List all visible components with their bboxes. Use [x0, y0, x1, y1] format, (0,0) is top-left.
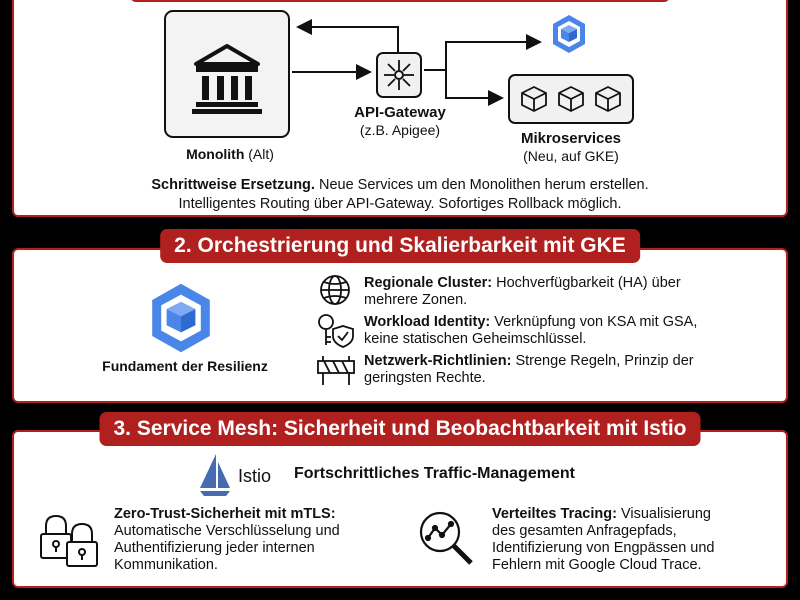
section-3-title: 3. Service Mesh: Sicherheit und Beobacht…	[99, 412, 701, 446]
api-gateway-subtitle: (z.B. Apigee)	[359, 122, 441, 138]
section-2-title: 2. Orchestrierung und Skalierbarkeit mit…	[160, 229, 640, 263]
istio-label: Istio	[238, 466, 272, 486]
microservices-title: Mikroservices	[520, 130, 622, 147]
resilience-caption: Fundament der Resilienz	[102, 358, 268, 374]
api-gateway-box	[376, 52, 422, 98]
monolith-box	[164, 10, 290, 138]
trace-magnifier-icon	[419, 511, 473, 565]
microservices-subtitle: (Neu, auf GKE)	[523, 148, 619, 164]
traffic-management-title: Fortschrittliches Traffic-Management	[294, 465, 575, 482]
feature-network-policies: Netzwerk-Richtlinien: Strenge Regeln, Pr…	[364, 353, 694, 386]
container-cubes-icon	[521, 86, 621, 112]
bank-building-icon	[192, 44, 262, 114]
network-hub-icon	[384, 60, 414, 90]
api-gateway-title: API-Gateway	[354, 104, 446, 121]
key-shield-icon	[318, 314, 354, 348]
globe-icon	[320, 275, 350, 305]
feature-regional-cluster: Regionale Cluster: Hochverfügbarkeit (HA…	[364, 275, 681, 308]
zero-trust-text: Zero-Trust-Sicherheit mit mTLS: Automati…	[114, 506, 340, 573]
gke-hexagon-icon	[553, 15, 585, 53]
istio-sail-icon	[200, 454, 230, 496]
microservices-box	[508, 74, 634, 124]
padlocks-icon	[40, 514, 98, 567]
monolith-caption: Monolith (Alt)	[186, 146, 274, 162]
feature-workload-identity: Workload Identity: Verknüpfung von KSA m…	[364, 314, 698, 347]
migration-panel	[12, 0, 788, 217]
gke-hexagon-large-icon	[152, 283, 210, 353]
migration-description: Schrittweise Ersetzung. Neue Services um…	[151, 177, 649, 212]
section-1-title-bar	[130, 0, 670, 2]
distributed-tracing-text: Verteiltes Tracing: Visualisierung des g…	[492, 506, 715, 573]
routing-arrows	[292, 19, 542, 106]
barrier-icon	[317, 356, 355, 385]
